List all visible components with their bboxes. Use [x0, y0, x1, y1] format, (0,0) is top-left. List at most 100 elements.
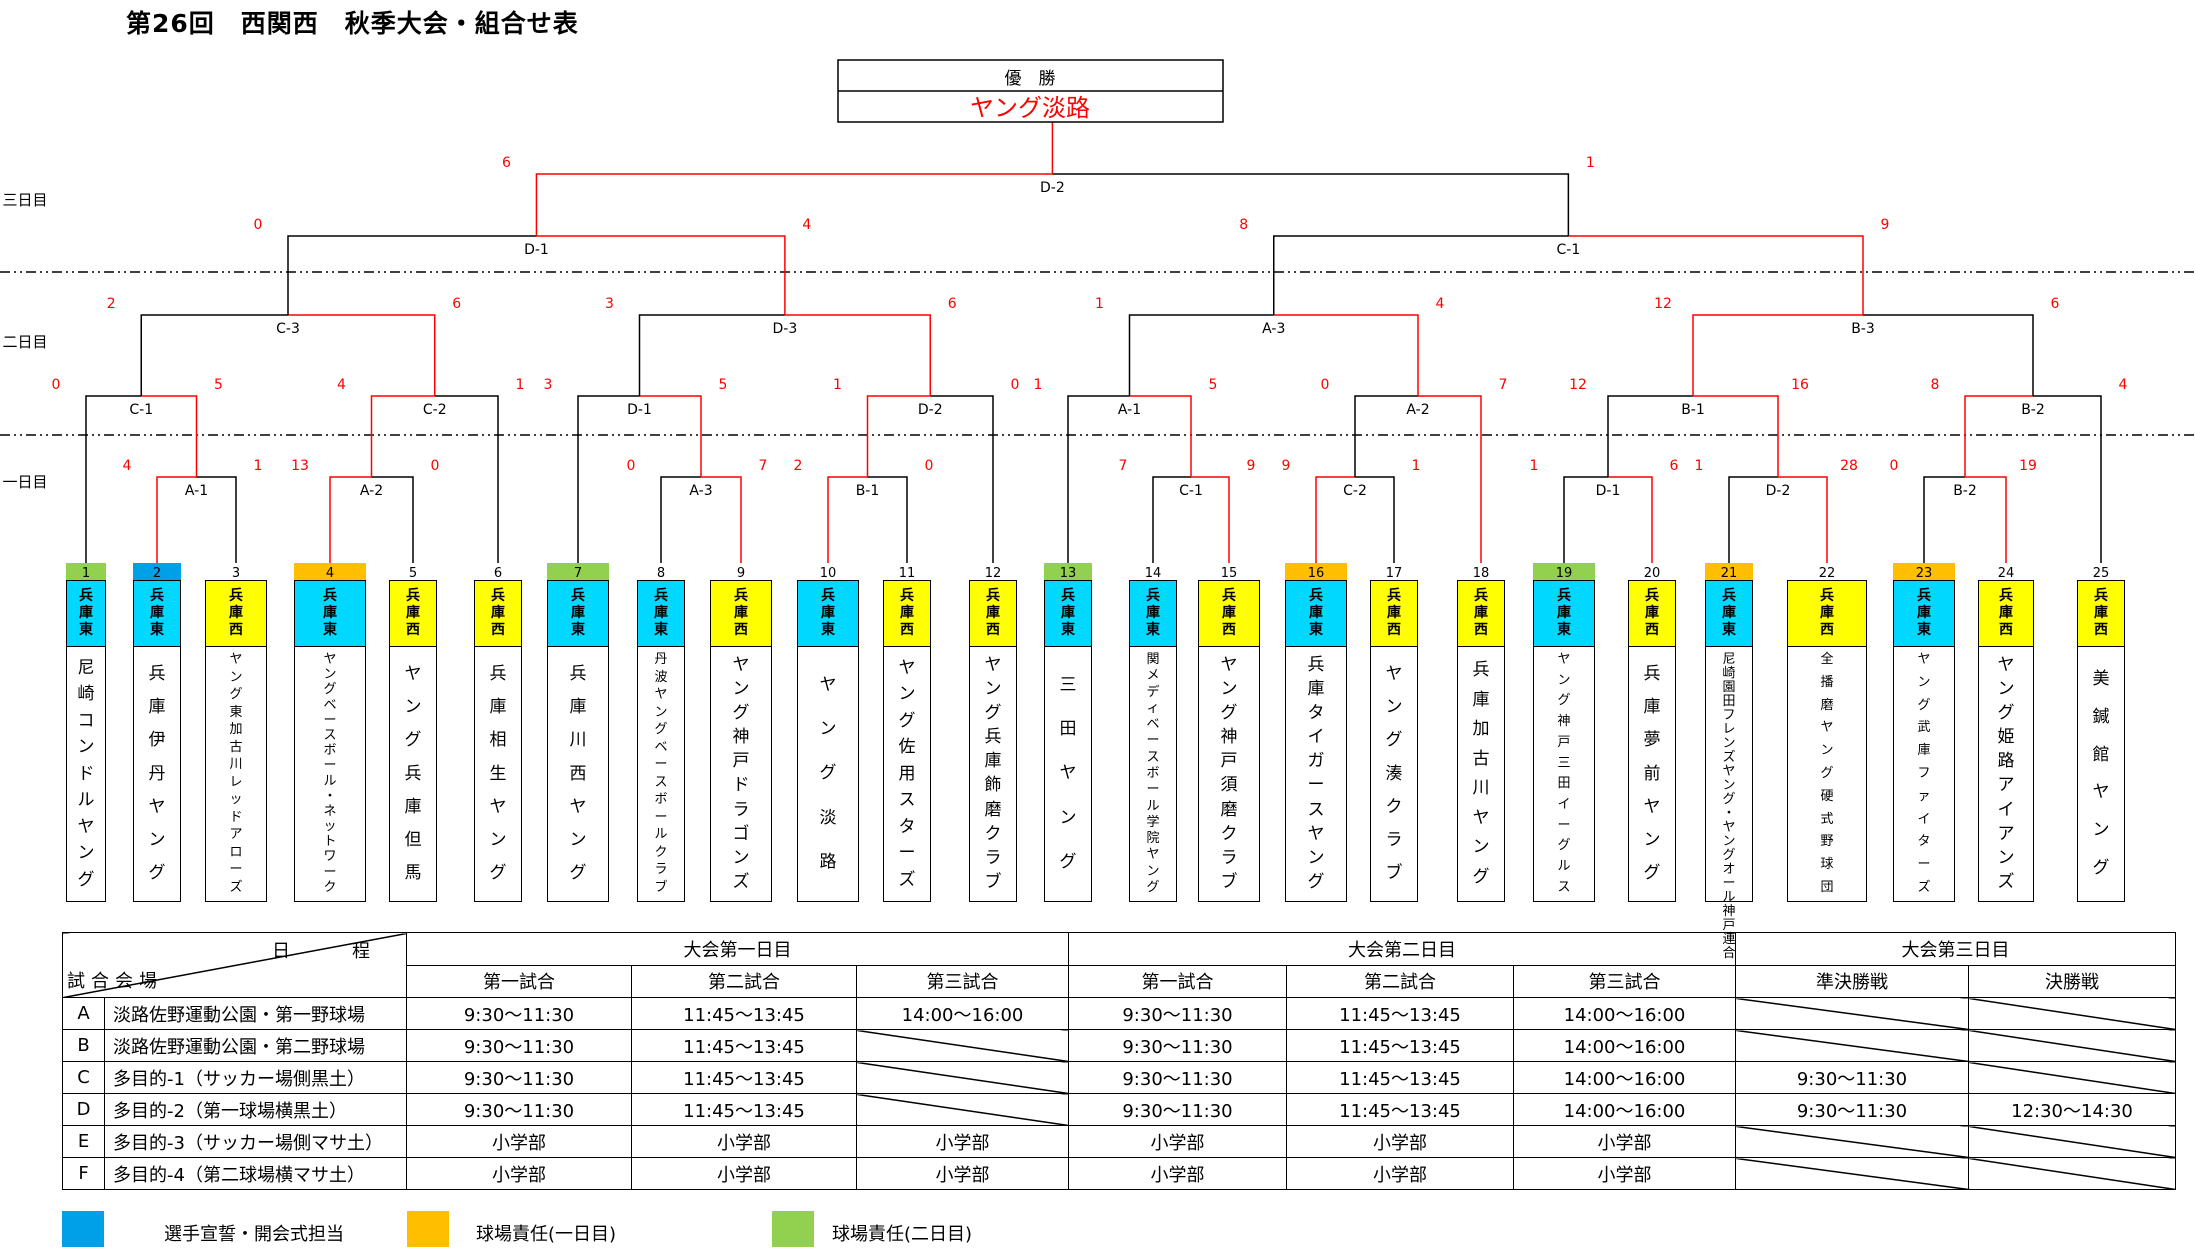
- score-right: 4: [2119, 377, 2128, 393]
- score-right: 6: [2051, 296, 2060, 312]
- venue-name: 多目的-3（サッカー場側マサ土）: [104, 1125, 407, 1158]
- bracket-line: [1418, 395, 1482, 563]
- schedule-cell: 小学部: [856, 1157, 1069, 1190]
- team-name: ヤング兵庫飾磨クラブ: [984, 655, 1002, 892]
- schedule-cell: 14:00～16:00: [1513, 997, 1736, 1030]
- bracket-line: [288, 314, 436, 396]
- bracket-line: [866, 395, 931, 477]
- match-label: A-2: [1406, 402, 1429, 418]
- team-box: 兵庫東関メディベースボール学院ヤング: [1129, 580, 1177, 902]
- bracket-line: [140, 314, 288, 396]
- team-box: 兵庫東三田ヤング: [1044, 580, 1092, 902]
- bracket-line: [1067, 395, 1130, 563]
- match-label: C-3: [276, 321, 300, 337]
- team-region: 兵庫東: [67, 581, 105, 647]
- team-box: 兵庫西全播磨ヤング硬式野球団: [1787, 580, 1867, 902]
- score-right: 6: [948, 296, 957, 312]
- team-name: 兵庫夢前ヤング: [1643, 664, 1661, 883]
- schedule-cell: 9:30～11:30: [406, 1029, 632, 1062]
- schedule-corner-top: 日 程: [272, 941, 392, 962]
- match-label: A-3: [689, 483, 712, 499]
- score-left: 1: [1034, 377, 1043, 393]
- venue-name: 淡路佐野運動公園・第二野球場: [104, 1029, 407, 1062]
- schedule-cell: 小学部: [631, 1157, 857, 1190]
- bracket-line: [2033, 395, 2102, 563]
- team-number: 16: [1285, 563, 1347, 584]
- team-region: 兵庫東: [295, 581, 365, 647]
- schedule-day-header: 大会第二日目: [1068, 932, 1736, 966]
- match-label: B-1: [1681, 402, 1705, 418]
- score-left: 0: [1890, 458, 1899, 474]
- match-label: D-3: [773, 321, 798, 337]
- match-label: C-1: [129, 402, 153, 418]
- schedule-cell: 小学部: [1513, 1125, 1736, 1158]
- venue-id: F: [62, 1157, 105, 1190]
- schedule-cell: 9:30～11:30: [1068, 997, 1287, 1030]
- bracket-line: [1693, 395, 1779, 477]
- team-name: ヤング東加古川レッドアローズ: [229, 652, 243, 895]
- score-left: 7: [1119, 458, 1128, 474]
- bracket-line: [1965, 476, 2007, 563]
- bracket-line: [287, 235, 537, 315]
- schedule-cell: 小学部: [856, 1125, 1069, 1158]
- team-region: 兵庫東: [1706, 581, 1752, 647]
- score-right: 5: [1209, 377, 1218, 393]
- team-name: 兵庫伊丹ヤング: [148, 664, 166, 883]
- team-number: 9: [736, 566, 746, 581]
- bracket-line: [930, 395, 994, 563]
- score-left: 3: [544, 377, 553, 393]
- team-region: 兵庫東: [798, 581, 858, 647]
- match-label: D-2: [1766, 483, 1791, 499]
- team-number: 13: [1044, 563, 1092, 584]
- match-label: D-2: [918, 402, 943, 418]
- score-right: 1: [1586, 155, 1595, 171]
- team-name: ヤング神戸三田イーグルス: [1557, 652, 1571, 895]
- score-left: 1: [1695, 458, 1704, 474]
- team-box: 兵庫東ヤング神戸三田イーグルス: [1533, 580, 1595, 902]
- match-label: D-1: [1596, 483, 1621, 499]
- team-name: 兵庫タイガースヤング: [1307, 655, 1325, 892]
- bracket-line: [535, 173, 1053, 236]
- schedule-cell: 9:30～11:30: [406, 1061, 632, 1094]
- team-box: 兵庫西ヤング神戸ドラゴンズ: [710, 580, 772, 902]
- score-left: 4: [337, 377, 346, 393]
- score-left: 9: [1282, 458, 1291, 474]
- schedule-cell: 11:45～13:45: [1286, 997, 1514, 1030]
- score-left: 2: [794, 458, 803, 474]
- team-box: 兵庫西ヤング神戸須磨クラブ: [1198, 580, 1260, 902]
- team-number: 18: [1472, 566, 1490, 581]
- schedule-cell-empty: [1735, 1029, 1969, 1062]
- team-box: 兵庫東尼崎園田フレンズヤング・ヤングオール神戸連合: [1705, 580, 1753, 961]
- schedule-cell: 11:45～13:45: [1286, 1061, 1514, 1094]
- score-right: 0: [431, 458, 440, 474]
- day-label: 二日目: [2, 333, 47, 351]
- team-name: ヤング兵庫但馬: [404, 664, 422, 883]
- schedule-cell: 9:30～11:30: [1068, 1029, 1287, 1062]
- match-label: A-1: [185, 483, 208, 499]
- bracket-line: [827, 476, 868, 563]
- score-right: 4: [802, 217, 811, 233]
- team-name: 兵庫川西ヤング: [569, 664, 587, 883]
- team-region: 兵庫西: [2078, 581, 2124, 647]
- schedule-cell: 14:00～16:00: [1513, 1093, 1736, 1126]
- schedule-cell-empty: [856, 1061, 1069, 1094]
- team-number: 25: [2092, 566, 2110, 581]
- score-right: 4: [1436, 296, 1445, 312]
- team-number: 1: [66, 563, 106, 584]
- legend-swatch: [772, 1211, 814, 1247]
- team-number: 11: [898, 566, 916, 581]
- team-number: 14: [1144, 566, 1162, 581]
